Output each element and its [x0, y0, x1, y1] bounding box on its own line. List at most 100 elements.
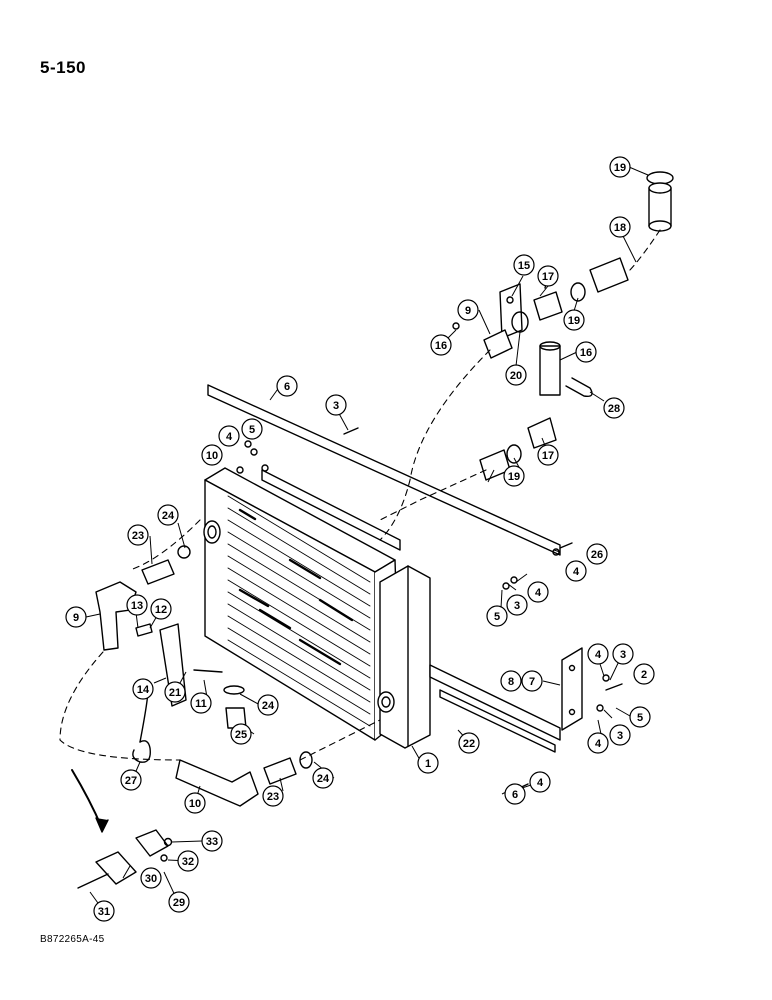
document-code: B872265A-45 [40, 934, 105, 945]
callout-circle [127, 524, 149, 546]
callout-circle [430, 334, 452, 356]
callout-number: 33 [206, 836, 218, 848]
callout-circle [527, 581, 549, 603]
callout-24: 24 [157, 504, 179, 526]
callout-circle [177, 850, 199, 872]
callout-circle [262, 785, 284, 807]
callout-circle [132, 678, 154, 700]
callout-number: 24 [162, 510, 175, 522]
callout-number: 12 [155, 604, 167, 616]
callout-9: 9 [65, 606, 87, 628]
callout-circle [126, 594, 148, 616]
callout-circle [164, 681, 186, 703]
callout-circle [609, 216, 631, 238]
callout-number: 6 [284, 381, 290, 393]
callout-number: 27 [125, 775, 137, 787]
callout-circle [201, 830, 223, 852]
callout-number: 9 [73, 612, 79, 624]
callout-circle [486, 605, 508, 627]
callout-5: 5 [486, 605, 508, 627]
mounting-bracket-plate [561, 647, 583, 731]
callout-number: 16 [435, 340, 447, 352]
callout-circle [586, 543, 608, 565]
callout-16: 16 [430, 334, 452, 356]
callout-4: 4 [587, 732, 609, 754]
callout-circle [458, 732, 480, 754]
callout-33: 33 [201, 830, 223, 852]
callout-number: 3 [514, 600, 520, 612]
callout-6: 6 [504, 783, 526, 805]
callout-21: 21 [164, 681, 186, 703]
callout-24: 24 [312, 767, 334, 789]
callout-circle [504, 783, 526, 805]
callout-number: 3 [620, 649, 626, 661]
callout-circle [257, 694, 279, 716]
callout-number: 19 [614, 162, 626, 174]
callout-circle [505, 364, 527, 386]
callout-circle [190, 692, 212, 714]
callout-circle [140, 867, 162, 889]
callout-32: 32 [177, 850, 199, 872]
callout-19: 19 [563, 309, 585, 331]
callout-number: 17 [542, 271, 554, 283]
callout-circle [612, 643, 634, 665]
callout-number: 26 [591, 549, 603, 561]
callout-number: 18 [614, 222, 626, 234]
callout-number: 10 [189, 798, 201, 810]
callout-9: 9 [457, 299, 479, 321]
callout-number: 4 [226, 431, 233, 443]
callout-number: 23 [267, 791, 279, 803]
oil-cooler-core [203, 464, 431, 749]
callout-circle [537, 265, 559, 287]
callout-circle [276, 375, 298, 397]
page-number: 5-150 [40, 58, 86, 77]
callout-4: 4 [529, 771, 551, 793]
callout-24: 24 [257, 694, 279, 716]
callout-14: 14 [132, 678, 154, 700]
upper-tube-assembly [479, 171, 674, 481]
callout-number: 5 [494, 611, 500, 623]
callout-circle [201, 444, 223, 466]
callout-number: 15 [518, 260, 530, 272]
callout-number: 1 [425, 758, 431, 770]
callout-4: 4 [565, 560, 587, 582]
lower-hose-assembly [132, 689, 313, 807]
callout-circle [218, 425, 240, 447]
callout-circle [184, 792, 206, 814]
callout-number: 7 [529, 676, 535, 688]
callout-28: 28 [603, 397, 625, 419]
callout-4: 4 [218, 425, 240, 447]
callout-26: 26 [586, 543, 608, 565]
callout-number: 19 [508, 471, 520, 483]
callout-circle [506, 594, 528, 616]
callout-number: 4 [573, 566, 580, 578]
callout-5: 5 [241, 418, 263, 440]
callout-12: 12 [150, 598, 172, 620]
callout-22: 22 [458, 732, 480, 754]
callout-circle [603, 397, 625, 419]
callout-number: 5 [637, 712, 643, 724]
callout-number: 6 [512, 789, 518, 801]
callout-circle [325, 394, 347, 416]
callout-number: 20 [510, 370, 522, 382]
callout-number: 29 [173, 897, 185, 909]
callout-3: 3 [609, 724, 631, 746]
callout-20: 20 [505, 364, 527, 386]
callout-31: 31 [93, 900, 115, 922]
callout-19: 19 [503, 465, 525, 487]
callout-17: 17 [537, 444, 559, 466]
callout-number: 16 [580, 347, 592, 359]
callout-circle [609, 724, 631, 746]
callout-number: 4 [595, 649, 602, 661]
callout-circle [537, 444, 559, 466]
callout-number: 22 [463, 738, 475, 750]
callout-circle [417, 752, 439, 774]
callout-7: 7 [521, 670, 543, 692]
callout-5: 5 [629, 706, 651, 728]
callout-number: 31 [98, 906, 110, 918]
callout-circle [587, 643, 609, 665]
callout-10: 10 [184, 792, 206, 814]
bolt-details [244, 322, 623, 791]
callout-circle [120, 769, 142, 791]
